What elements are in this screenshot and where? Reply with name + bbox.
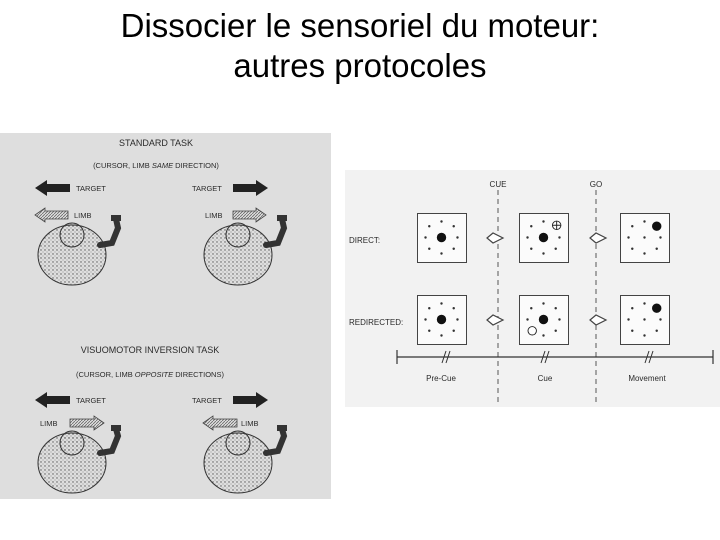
direct-cue-box [519,213,569,263]
inversion-right-target-arrow [233,392,268,408]
direct-precue-box [417,213,467,263]
standard-subheading-prefix: (CURSOR, LIMB [93,161,152,170]
left-figure-panel: STANDARD TASK (CURSOR, LIMB SAME DIRECTI… [0,133,331,499]
direct-arrow-1 [486,232,505,244]
inversion-right-target-label: TARGET [192,396,222,405]
standard-left-limb-arrow [34,207,69,223]
timeline [396,350,714,364]
standard-left-subject [37,215,122,286]
standard-left-target-label: TARGET [76,184,106,193]
redirected-arrow-2 [589,314,608,326]
inversion-right-subject [203,425,288,494]
row-direct-label: DIRECT: [349,236,381,245]
inversion-subheading-prefix: (CURSOR, LIMB [76,370,135,379]
go-label: GO [589,180,603,189]
cue-label: CUE [489,180,507,189]
redirected-arrow-1 [486,314,505,326]
standard-left-target-arrow [35,180,70,196]
direct-movement-box [620,213,670,263]
inversion-task-heading: VISUOMOTOR INVERSION TASK [80,345,220,355]
inversion-left-subject [37,425,122,494]
standard-task-heading: STANDARD TASK [118,138,194,148]
inversion-left-limb-label: LIMB [40,419,58,428]
standard-task-subheading: (CURSOR, LIMB SAME DIRECTION) [93,161,219,170]
title-line-2: autres protocoles [233,47,487,84]
inversion-task-subheading: (CURSOR, LIMB OPPOSITE DIRECTIONS) [76,370,224,379]
inversion-subheading-emphasis: OPPOSITE [134,370,174,379]
standard-right-target-label: TARGET [192,184,222,193]
standard-right-limb-arrow [232,207,267,223]
inversion-subheading-suffix: DIRECTIONS) [173,370,224,379]
redirected-precue-box [417,295,467,345]
redirected-cue-box [519,295,569,345]
standard-subheading-emphasis: SAME [151,161,174,170]
phase-cue: Cue [537,374,553,383]
slide-title: Dissocier le sensoriel du moteur: autres… [0,6,720,86]
left-figure-drawing [34,180,288,494]
standard-subheading-suffix: DIRECTION) [173,161,219,170]
redirected-movement-box [620,295,670,345]
phase-movement: Movement [628,374,666,383]
transition-arrows [486,232,608,326]
right-figure-panel: CUE GO DIRECT: REDIRECTED: Pre-Cue Cue M… [345,170,720,407]
inversion-left-limb-arrow [69,415,105,431]
phase-pre-cue: Pre-Cue [426,374,456,383]
direct-arrow-2 [589,232,608,244]
row-redirected-label: REDIRECTED: [349,318,404,327]
inversion-left-target-arrow [35,392,70,408]
title-line-1: Dissocier le sensoriel du moteur: [120,7,600,44]
inversion-left-target-label: TARGET [76,396,106,405]
inversion-right-limb-arrow [202,415,238,431]
standard-right-subject [203,215,288,286]
standard-right-limb-label: LIMB [205,211,223,220]
right-figure-drawing [396,190,714,405]
inversion-right-limb-label: LIMB [241,419,259,428]
standard-left-limb-label: LIMB [74,211,92,220]
standard-right-target-arrow [233,180,268,196]
